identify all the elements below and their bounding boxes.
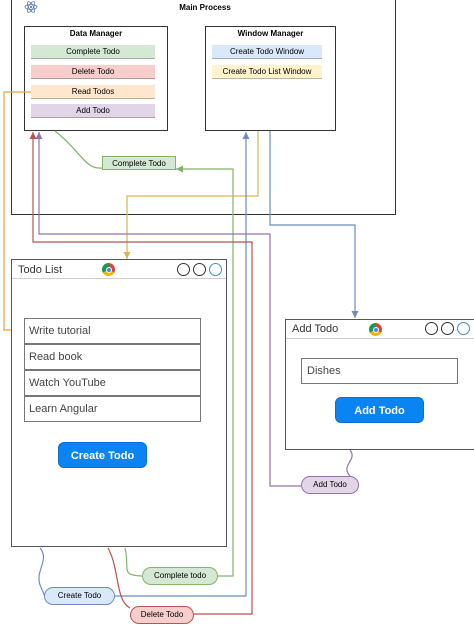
dm-read-todos: Read Todos: [31, 85, 155, 99]
add-todo-title: Add Todo: [292, 323, 339, 335]
add-todo-close-button[interactable]: [457, 322, 470, 335]
main-process-title: Main Process: [179, 3, 231, 12]
chrome-icon: [369, 323, 382, 336]
todo-input[interactable]: Dishes: [301, 358, 458, 384]
add-todo-button[interactable]: Add Todo: [335, 397, 424, 423]
todo-list-close-button[interactable]: [209, 263, 222, 276]
dm-complete-todo: Complete Todo: [31, 45, 155, 59]
dm-delete-todo: Delete Todo: [31, 65, 155, 79]
edge-list-create-curl: [38, 547, 45, 597]
todo-list-minimize-button[interactable]: [177, 263, 190, 276]
window-manager-title: Window Manager: [237, 29, 304, 38]
todo-item[interactable]: Write tutorial: [24, 318, 201, 344]
todo-item[interactable]: Watch YouTube: [24, 370, 201, 396]
atom-icon: [24, 0, 38, 13]
data-manager-title: Data Manager: [69, 29, 123, 38]
todo-list-titlebar: [12, 260, 226, 279]
wm-create-todo-window: Create Todo Window: [212, 45, 322, 59]
todo-list-window: [11, 259, 227, 547]
todo-list-maximize-button[interactable]: [193, 263, 206, 276]
todo-item[interactable]: Learn Angular: [24, 396, 201, 422]
add-todo-minimize-button[interactable]: [425, 322, 438, 335]
dm-add-todo: Add Todo: [31, 104, 155, 118]
todo-input-value: Dishes: [307, 365, 341, 377]
msg-create-todo: Create Todo: [44, 587, 115, 605]
edge-addtodo-curl: [346, 449, 353, 477]
msg-complete-todo-top: Complete Todo: [102, 156, 176, 170]
add-todo-maximize-button[interactable]: [441, 322, 454, 335]
msg-delete-todo: Delete Todo: [130, 606, 194, 624]
msg-add-todo: Add Todo: [301, 476, 359, 494]
todo-list-title: Todo List: [18, 264, 63, 276]
add-todo-titlebar: [286, 320, 474, 339]
msg-complete-todo-bottom: Complete todo: [142, 567, 218, 585]
todo-item[interactable]: Read book: [24, 344, 201, 370]
add-todo-window: [285, 319, 474, 450]
edge-list-complete-curl: [124, 547, 143, 577]
chrome-icon: [102, 263, 115, 276]
wm-create-todo-list-window: Create Todo List Window: [212, 65, 322, 79]
create-todo-button[interactable]: Create Todo: [58, 442, 147, 468]
